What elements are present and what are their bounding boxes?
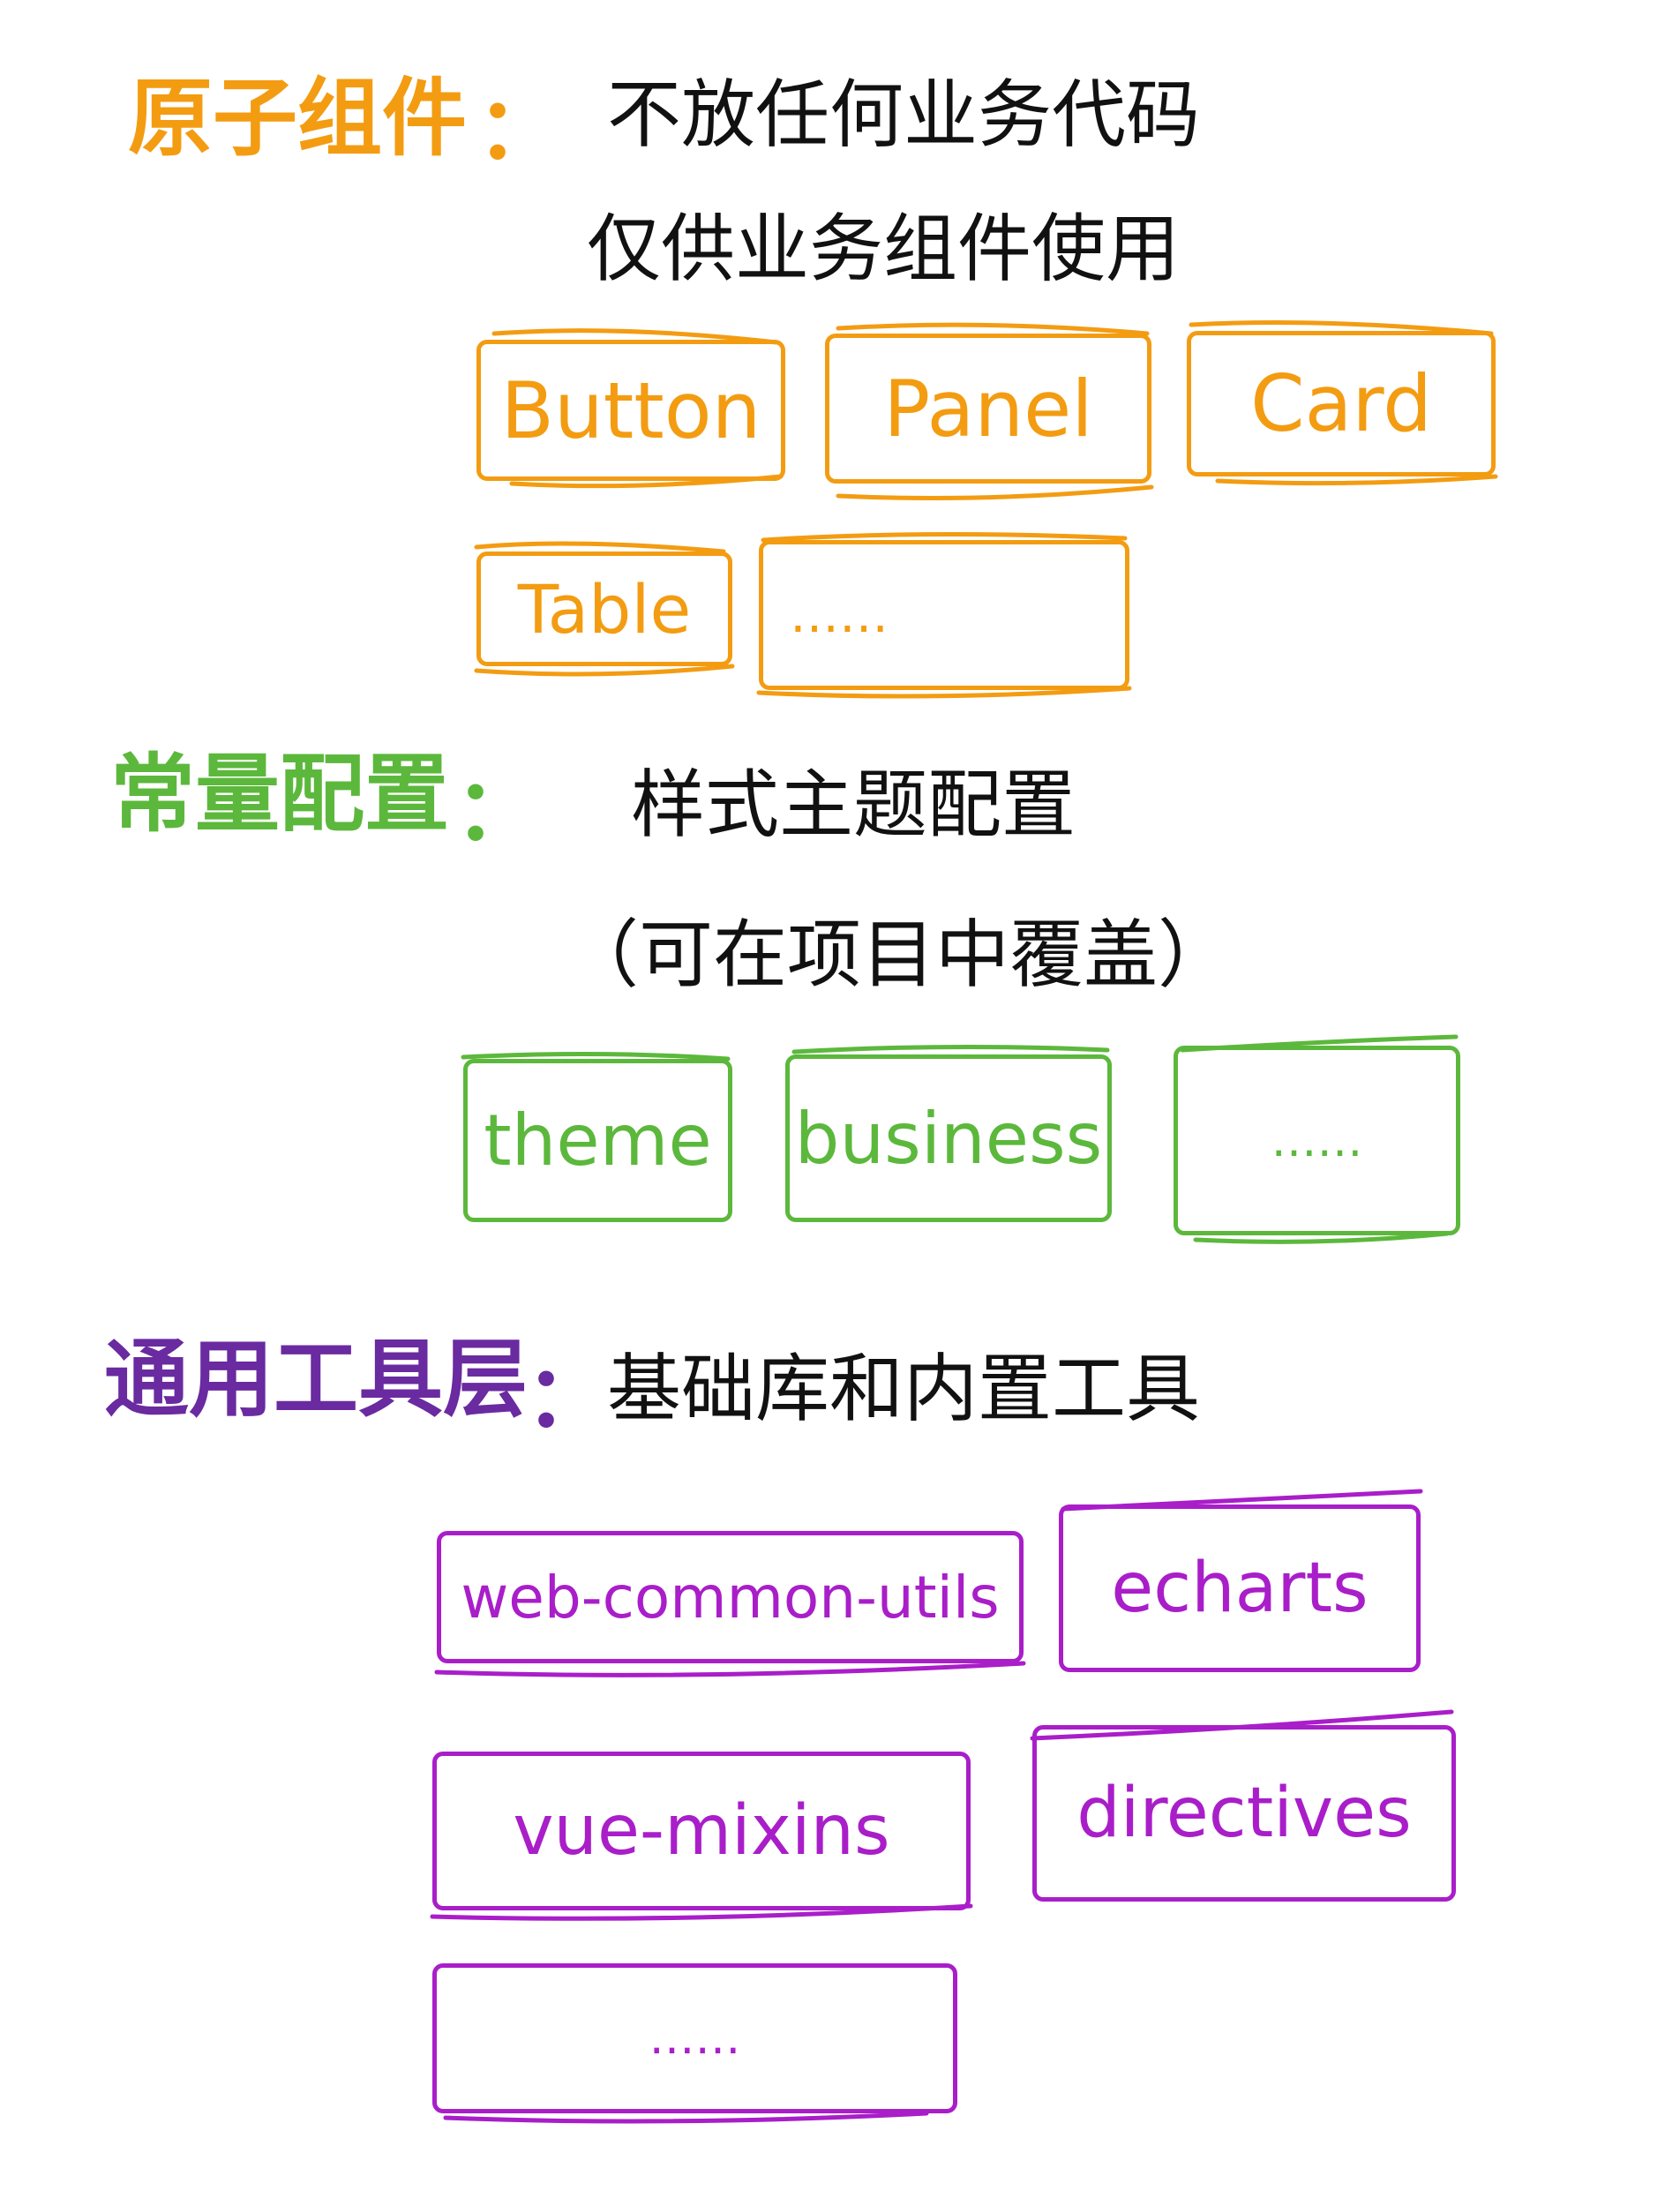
stroke-panel-top xyxy=(836,322,1150,336)
stroke-panel-bottom xyxy=(836,484,1154,500)
box-label: …… xyxy=(1271,1114,1363,1167)
stroke-ellipsis-bottom xyxy=(443,2111,929,2124)
stroke-ellipsis-bottom xyxy=(756,686,1132,699)
atomic-heading: 原子组件 xyxy=(128,69,467,168)
box-label: Table xyxy=(517,569,692,649)
box-label: business xyxy=(794,1097,1103,1180)
constants-box-theme: theme xyxy=(463,1059,732,1222)
constants-desc-line1: 样式主题配置 xyxy=(631,762,1076,848)
atomic-colon: ： xyxy=(476,79,561,178)
atomic-box-table: Table xyxy=(476,552,732,666)
stroke-ellipsis-top xyxy=(761,531,1128,543)
atomic-strokes xyxy=(474,320,1498,699)
constants-colon: ： xyxy=(454,761,539,859)
atomic-desc-line2: 仅供业务组件使用 xyxy=(587,206,1181,292)
atomic-box-panel: Panel xyxy=(825,334,1151,484)
utils-desc-line1: 基础库和内置工具 xyxy=(607,1346,1201,1432)
stroke-ellipsis-bottom xyxy=(1193,1231,1450,1244)
box-label: …… xyxy=(790,586,889,644)
box-label: theme xyxy=(484,1099,712,1182)
box-label: web-common-utils xyxy=(461,1563,1000,1632)
stroke-table-top xyxy=(474,541,726,554)
atomic-desc-line1: 不放任何业务代码 xyxy=(607,71,1201,158)
stroke-theme-top xyxy=(461,1051,731,1062)
utils-box-echarts: echarts xyxy=(1059,1504,1421,1672)
box-label: Card xyxy=(1250,358,1432,449)
stroke-webcommon-bottom xyxy=(434,1661,1026,1677)
utils-box-directives: directives xyxy=(1032,1725,1456,1902)
constants-desc-line2: （可在项目中覆盖） xyxy=(565,912,1233,998)
stroke-button-top xyxy=(491,328,779,345)
stroke-mixins-bottom xyxy=(430,1903,973,1921)
stroke-card-bottom xyxy=(1215,474,1498,486)
box-label: vue-mixins xyxy=(513,1791,890,1871)
atomic-box-card: Card xyxy=(1187,331,1496,476)
box-label: …… xyxy=(649,2012,741,2065)
box-label: echarts xyxy=(1111,1549,1369,1628)
utils-colon: ： xyxy=(525,1347,610,1446)
utils-box-web-common-utils: web-common-utils xyxy=(437,1531,1024,1663)
constants-heading: 常量配置 xyxy=(110,745,449,844)
box-label: directives xyxy=(1076,1774,1412,1853)
utils-box-ellipsis: …… xyxy=(432,1963,957,2113)
stroke-card-top xyxy=(1189,320,1494,336)
utils-heading: 通用工具层 xyxy=(104,1330,528,1429)
atomic-box-ellipsis: …… xyxy=(759,540,1129,690)
stroke-table-bottom xyxy=(474,664,735,677)
constants-box-ellipsis: …… xyxy=(1174,1046,1460,1235)
utils-box-vue-mixins: vue-mixins xyxy=(432,1752,971,1910)
box-label: Button xyxy=(500,364,761,456)
stroke-business-top xyxy=(791,1044,1110,1054)
constants-box-business: business xyxy=(785,1054,1112,1222)
atomic-box-button: Button xyxy=(476,340,785,481)
box-label: Panel xyxy=(883,363,1093,454)
